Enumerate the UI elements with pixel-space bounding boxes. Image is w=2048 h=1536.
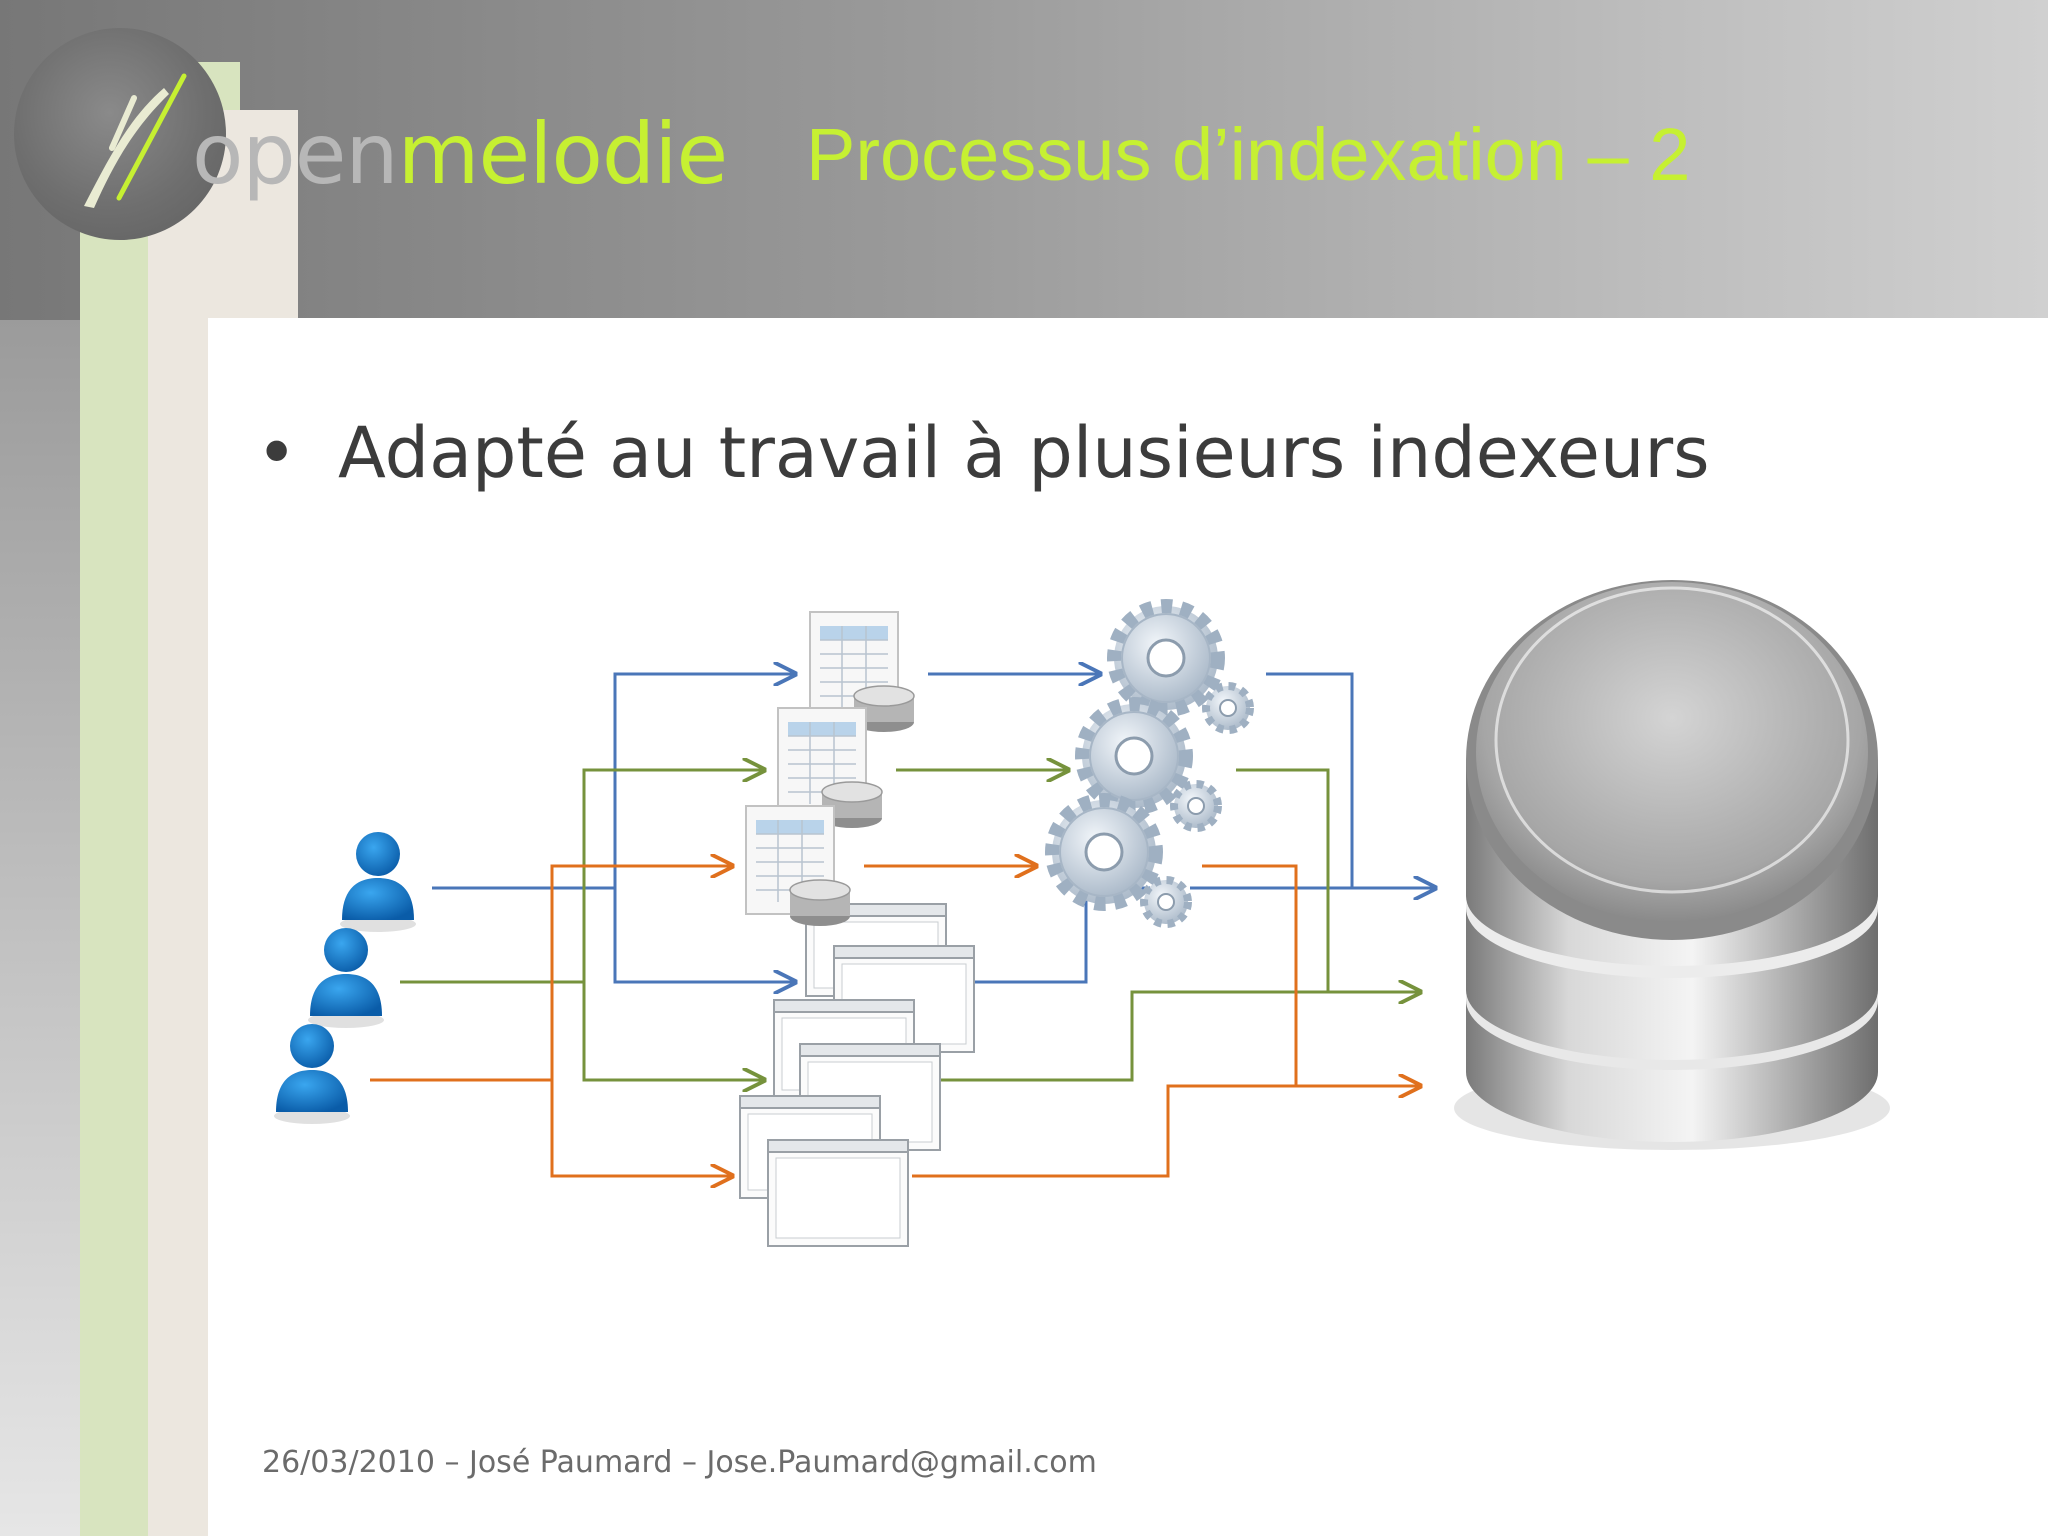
- footer-text: 26/03/2010 – José Paumard – Jose.Paumard…: [262, 1445, 1097, 1480]
- gears-icon: [1107, 599, 1254, 734]
- logo-open-text: open: [192, 105, 399, 203]
- user-icon: [308, 928, 384, 1028]
- gears-icon: [1045, 793, 1192, 928]
- table-database-icon: [745, 805, 851, 926]
- flow-lines-orange: [370, 866, 1420, 1176]
- database-icon: [1454, 580, 1890, 1150]
- table-database-icon: [777, 707, 883, 828]
- logo-wordmark: openmelodie: [192, 112, 728, 196]
- header-background: [0, 0, 2048, 320]
- slide-title: Processus d’indexation – 2: [806, 113, 1691, 196]
- bullet-text: Adapté au travail à plusieurs indexeurs: [338, 412, 1710, 494]
- quill-icon: [84, 73, 187, 208]
- user-icon: [340, 832, 416, 932]
- gears-icon: [1075, 697, 1222, 832]
- logo-circle: [14, 28, 226, 240]
- window-icon: [767, 1139, 909, 1247]
- bullet-symbol: •: [256, 412, 298, 494]
- flow-lines-green: [400, 770, 1420, 1080]
- user-icon: [274, 1024, 350, 1124]
- logo-melodie-text: melodie: [397, 105, 729, 203]
- bullet-item: •Adapté au travail à plusieurs indexeurs: [256, 418, 1710, 488]
